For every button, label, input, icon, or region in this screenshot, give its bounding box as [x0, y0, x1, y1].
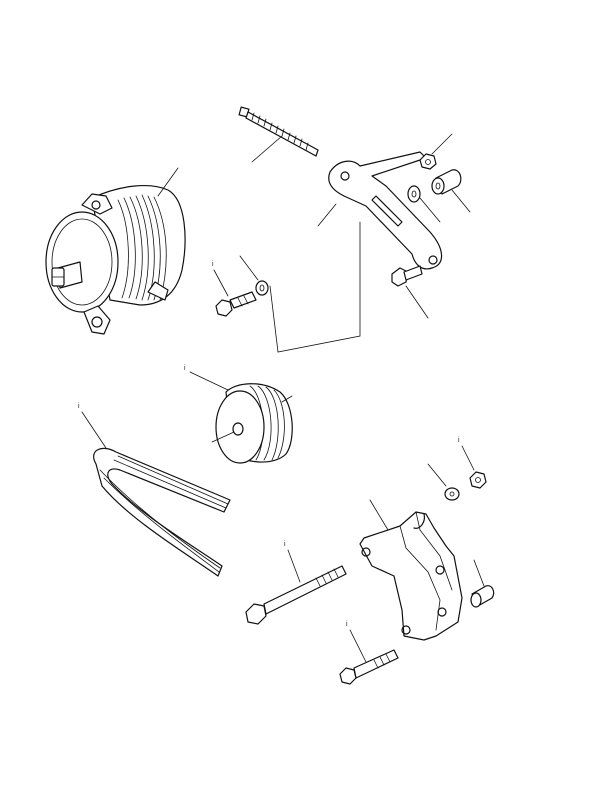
- alternator-mounting-bolt: i: [212, 261, 257, 317]
- bracket-nut: i: [458, 437, 487, 489]
- adjusting-strap: [317, 151, 443, 270]
- long-bolt: i: [245, 541, 347, 625]
- bracket-bushing: [470, 559, 495, 608]
- drive-belt-label: i: [78, 403, 80, 410]
- pulley: i: [184, 365, 293, 464]
- adjusting-bolt: [238, 106, 319, 163]
- bracket-nut-label: i: [458, 437, 460, 444]
- drive-belt: i: [78, 403, 231, 577]
- alternator-bolt-label: i: [212, 261, 214, 268]
- short-bolt: i: [339, 621, 399, 685]
- alternator-washer: [239, 255, 269, 296]
- long-bolt-label: i: [284, 541, 286, 548]
- bracket-washer: [427, 463, 460, 501]
- alternator: [45, 167, 186, 335]
- strap-nut: [419, 133, 453, 170]
- strap-capscrew: [391, 265, 429, 319]
- strap-washer: [407, 185, 441, 223]
- strap-spacer: [431, 169, 471, 213]
- short-bolt-label: i: [346, 621, 348, 628]
- pulley-label: i: [184, 365, 186, 372]
- assembly-leader: [269, 221, 361, 353]
- mounting-bracket: [359, 499, 463, 641]
